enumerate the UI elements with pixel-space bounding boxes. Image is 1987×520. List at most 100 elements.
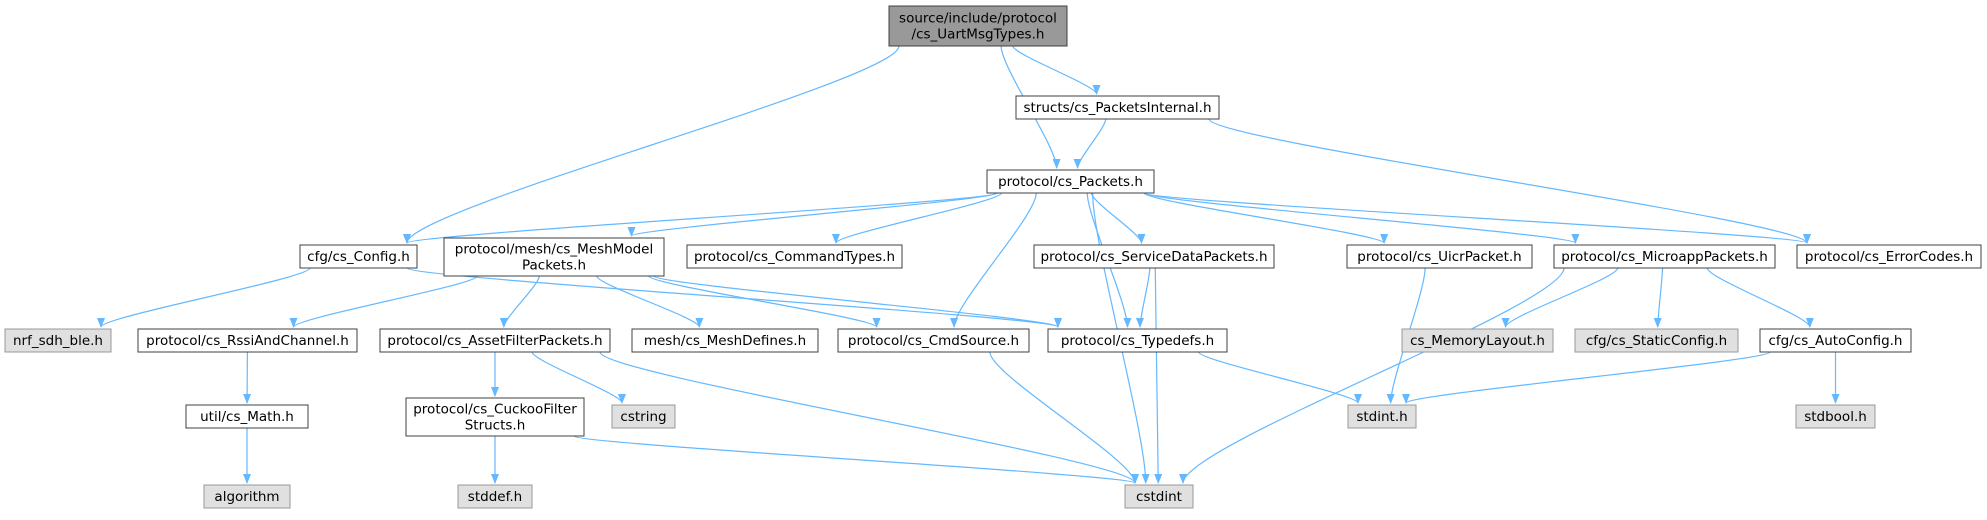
node-box <box>203 484 291 509</box>
node-label: cstring <box>620 409 666 425</box>
node-box <box>1796 244 1982 269</box>
node-config[interactable]: cfg/cs_Config.h <box>299 244 418 269</box>
edge-microapp-to-memory_layout <box>1501 267 1619 328</box>
node-label: cfg/cs_Config.h <box>307 249 410 265</box>
node-memory_layout: cs_MemoryLayout.h <box>1401 328 1554 353</box>
node-command_types[interactable]: protocol/cs_CommandTypes.h <box>686 244 903 269</box>
edge-cuckoo-to-cstdint <box>573 435 1139 484</box>
node-error_codes[interactable]: protocol/cs_ErrorCodes.h <box>1796 244 1982 269</box>
edge-service_data-to-cstdint <box>1154 267 1163 484</box>
node-box <box>837 328 1030 353</box>
edge-packets-to-microapp <box>1143 192 1579 244</box>
node-cstdint: cstdint <box>1124 484 1194 509</box>
node-packets_internal[interactable]: structs/cs_PacketsInternal.h <box>1015 95 1220 120</box>
node-label: protocol/cs_ErrorCodes.h <box>1805 249 1973 265</box>
node-label: nrf_sdh_ble.h <box>13 333 103 349</box>
node-box <box>137 328 358 353</box>
node-label: protocol/cs_AssetFilterPackets.h <box>387 333 602 349</box>
node-label: source/include/protocol <box>899 10 1057 26</box>
node-auto_config[interactable]: cfg/cs_AutoConfig.h <box>1759 328 1912 353</box>
edge-microapp-to-static_config <box>1653 267 1664 328</box>
edge-cmd_source-to-cstdint <box>989 351 1139 484</box>
node-stdbool: stdbool.h <box>1795 404 1876 429</box>
node-label: Packets.h <box>522 257 586 273</box>
edge-root-to-config <box>403 45 900 244</box>
node-box <box>299 244 418 269</box>
edge-service_data-to-typedefs <box>1135 267 1151 328</box>
node-label: util/cs_Math.h <box>200 409 294 425</box>
node-box <box>888 5 1068 47</box>
node-label: mesh/cs_MeshDefines.h <box>644 333 806 349</box>
node-label: /cs_UartMsgTypes.h <box>912 26 1045 42</box>
node-box <box>1401 328 1554 353</box>
node-box <box>1574 328 1739 353</box>
nodes-layer: source/include/protocol/cs_UartMsgTypes.… <box>4 5 1982 509</box>
node-label: cfg/cs_StaticConfig.h <box>1586 333 1727 349</box>
node-box <box>457 484 533 509</box>
edge-typedefs-to-stdint <box>1198 351 1362 404</box>
node-label: protocol/cs_RssiAndChannel.h <box>146 333 349 349</box>
edge-asset_filter-to-cstring <box>531 351 626 404</box>
node-label: cstdint <box>1136 489 1182 505</box>
edge-config-to-typedefs <box>406 267 1062 328</box>
edge-packets_internal-to-error_codes <box>1208 118 1811 244</box>
node-box <box>631 328 819 353</box>
edge-packets_internal-to-packets <box>1073 118 1107 169</box>
node-box <box>1347 404 1417 429</box>
edge-mesh_model-to-asset_filter <box>499 275 540 328</box>
node-box <box>185 404 309 429</box>
node-box <box>1033 244 1275 269</box>
node-math[interactable]: util/cs_Math.h <box>185 404 309 429</box>
node-label: protocol/cs_MicroappPackets.h <box>1561 249 1768 265</box>
edge-mesh_model-to-mesh_defines <box>596 275 704 328</box>
edge-mesh_model-to-typedefs <box>653 275 1062 328</box>
edge-mesh_model-to-cmd_source <box>648 275 881 328</box>
node-service_data[interactable]: protocol/cs_ServiceDataPackets.h <box>1033 244 1275 269</box>
node-static_config: cfg/cs_StaticConfig.h <box>1574 328 1739 353</box>
node-typedefs[interactable]: protocol/cs_Typedefs.h <box>1047 328 1228 353</box>
edge-packets-to-mesh_model <box>627 192 998 237</box>
node-label: protocol/cs_Packets.h <box>998 174 1143 190</box>
node-label: structs/cs_PacketsInternal.h <box>1023 100 1211 116</box>
node-stdint: stdint.h <box>1347 404 1417 429</box>
node-label: stdbool.h <box>1804 409 1867 425</box>
node-uicr[interactable]: protocol/cs_UicrPacket.h <box>1346 244 1533 269</box>
node-cmd_source[interactable]: protocol/cs_CmdSource.h <box>837 328 1030 353</box>
edge-root-to-packets_internal <box>1012 45 1101 95</box>
edge-config-to-nrf_sdh_ble <box>97 267 311 328</box>
node-rssi[interactable]: protocol/cs_RssiAndChannel.h <box>137 328 358 353</box>
node-box <box>1047 328 1228 353</box>
node-box <box>4 328 112 353</box>
node-mesh_defines[interactable]: mesh/cs_MeshDefines.h <box>631 328 819 353</box>
node-box <box>986 169 1155 194</box>
node-asset_filter[interactable]: protocol/cs_AssetFilterPackets.h <box>379 328 611 353</box>
node-box <box>1015 95 1220 120</box>
node-label: protocol/cs_Typedefs.h <box>1061 333 1214 349</box>
node-label: protocol/cs_ServiceDataPackets.h <box>1041 249 1268 265</box>
node-label: protocol/cs_CommandTypes.h <box>694 249 895 265</box>
node-box <box>405 397 585 437</box>
node-box <box>611 404 676 429</box>
node-box <box>1553 244 1776 269</box>
node-box <box>1795 404 1876 429</box>
node-label: cfg/cs_AutoConfig.h <box>1768 333 1902 349</box>
node-algorithm: algorithm <box>203 484 291 509</box>
edges-layer <box>97 45 1840 484</box>
edge-packets-to-command_types <box>832 192 1003 244</box>
node-label: protocol/cs_CmdSource.h <box>848 333 1019 349</box>
node-box <box>379 328 611 353</box>
edge-microapp-to-cstdint <box>1179 267 1565 484</box>
node-cstring: cstring <box>611 404 676 429</box>
node-label: algorithm <box>214 489 279 505</box>
edge-packets-to-error_codes <box>1143 192 1811 244</box>
node-label: cs_MemoryLayout.h <box>1410 333 1545 349</box>
edge-mesh_model-to-rssi <box>289 275 478 328</box>
node-microapp[interactable]: protocol/cs_MicroappPackets.h <box>1553 244 1776 269</box>
node-label: Structs.h <box>465 417 526 433</box>
node-packets[interactable]: protocol/cs_Packets.h <box>986 169 1155 194</box>
node-label: stddef.h <box>468 489 522 505</box>
node-box <box>1759 328 1912 353</box>
